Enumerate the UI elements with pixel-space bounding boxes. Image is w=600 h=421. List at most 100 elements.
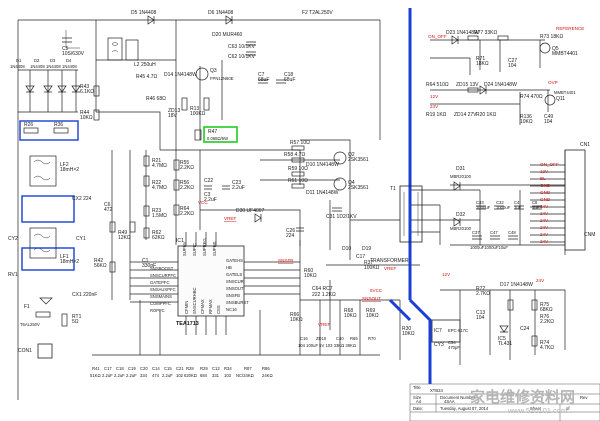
label-d32: D32 <box>456 212 465 218</box>
net-12v: 12V <box>430 94 439 99</box>
tb-rev-label: Rev <box>580 395 588 400</box>
net-5vcc: 5VCC <box>370 288 383 293</box>
label-d20: D20 MUR460 <box>212 32 243 38</box>
label-r65: R65 <box>350 336 358 341</box>
tb-title-label: Title <box>413 385 421 390</box>
label-d23: D23 1N4148W <box>446 30 479 36</box>
highlight-rv1 <box>21 247 75 271</box>
net-snsfb: SNSFB <box>278 258 293 263</box>
label-d24: D24 1N4148W <box>484 82 517 88</box>
ic1-pin-l4: SNSMAINS <box>150 294 172 299</box>
label-r36: R36 <box>54 122 63 128</box>
val-5: 474 <box>152 373 160 378</box>
ref-13: R86 <box>262 366 270 371</box>
transformer-core <box>399 185 423 243</box>
label-zd10: ZD10 <box>316 336 327 341</box>
val-12: NC/24KΩ <box>236 373 254 378</box>
net-vcc: VCC <box>198 200 208 205</box>
label-cx1: CX1 220nF <box>72 292 97 298</box>
ic1-pin-r4: SNSOUT <box>226 286 244 291</box>
ref-4: C20 <box>140 366 148 371</box>
label-c16: C16 <box>300 336 308 341</box>
label-f2: F2 T2AL250V <box>302 10 333 16</box>
label-c47: C47 <box>490 230 498 235</box>
isolation-bus <box>388 8 432 421</box>
ic1-pin-r2: GATELS <box>226 272 242 277</box>
ic1-pin-t0: SUPHV <box>182 241 187 256</box>
label-d3-val: 1N4408 <box>46 64 61 69</box>
ic1-pin-l1: SNSCURPFC <box>150 273 176 278</box>
label-d4: D4 <box>66 58 72 63</box>
label-c17: C17 <box>356 254 365 260</box>
highlight-r26-r36 <box>19 120 79 141</box>
ref-12: R87 <box>244 366 252 371</box>
ic1-pin-r5: SNSFB <box>226 293 240 298</box>
label-r26: R26 <box>24 122 33 128</box>
val-2: 2.2uF <box>114 373 125 378</box>
ic1-body <box>177 245 245 317</box>
con-pin-4: GND <box>540 190 551 195</box>
con-pin-7: 24V <box>540 211 549 216</box>
label-r19: R19 1KΩ <box>426 112 447 118</box>
net-vref-3: VREF <box>384 266 396 271</box>
label-r47: R47 <box>208 129 217 135</box>
ref-9: R29 <box>200 366 208 371</box>
watermark: 家电维修资料网 www.520101.com <box>470 388 575 415</box>
con-pin-8: 24V <box>540 218 549 223</box>
ic1-pin-r7: NC16 <box>226 307 237 312</box>
ic1-pin-r1: HB <box>226 265 232 270</box>
net-snsout: SNSOUT <box>362 296 381 301</box>
label-c64-val: 222 1.2KΩ <box>312 292 336 298</box>
ref-10: C12 <box>212 366 220 371</box>
label-r57: R57 10Ω <box>290 140 310 146</box>
tb-date-label: Date: <box>413 406 423 411</box>
tb-size-label: Size <box>413 395 422 400</box>
net-24v-2: 24V <box>536 278 545 283</box>
net-ovp: OVP <box>548 80 558 85</box>
val-4: 334 <box>140 373 148 378</box>
label-l2: L2 250uH <box>134 62 156 68</box>
label-ic1: IC1 <box>176 238 184 244</box>
label-d2-val: 1N4408 <box>30 64 45 69</box>
cn1-connector <box>564 149 586 251</box>
label-r64b: R64 510Ω <box>426 82 449 88</box>
tb-sheet-label: Sheet <box>530 406 542 411</box>
label-c24: C24 <box>520 326 529 332</box>
con-pin-3: GND <box>540 183 551 188</box>
label-d5: D5 1N4408 <box>131 10 157 16</box>
con-pin-0: ON_OFF <box>540 162 559 167</box>
tb-docnum-label: Document Number <box>440 395 476 400</box>
label-r46: R46 68Ω <box>146 96 166 102</box>
label-r77: R77 33KΩ <box>474 30 497 36</box>
label-d10: D10 1N4148W <box>306 162 339 168</box>
label-c31: C31 1D2/1KV <box>326 214 357 220</box>
val-11: 103 <box>224 373 232 378</box>
ref-0: R41 <box>92 366 100 371</box>
optocoupler-body <box>431 319 461 343</box>
label-c48: C48 <box>508 230 516 235</box>
con-pin-10: 24V <box>540 232 549 237</box>
val-13: 24KΩ <box>262 373 273 378</box>
